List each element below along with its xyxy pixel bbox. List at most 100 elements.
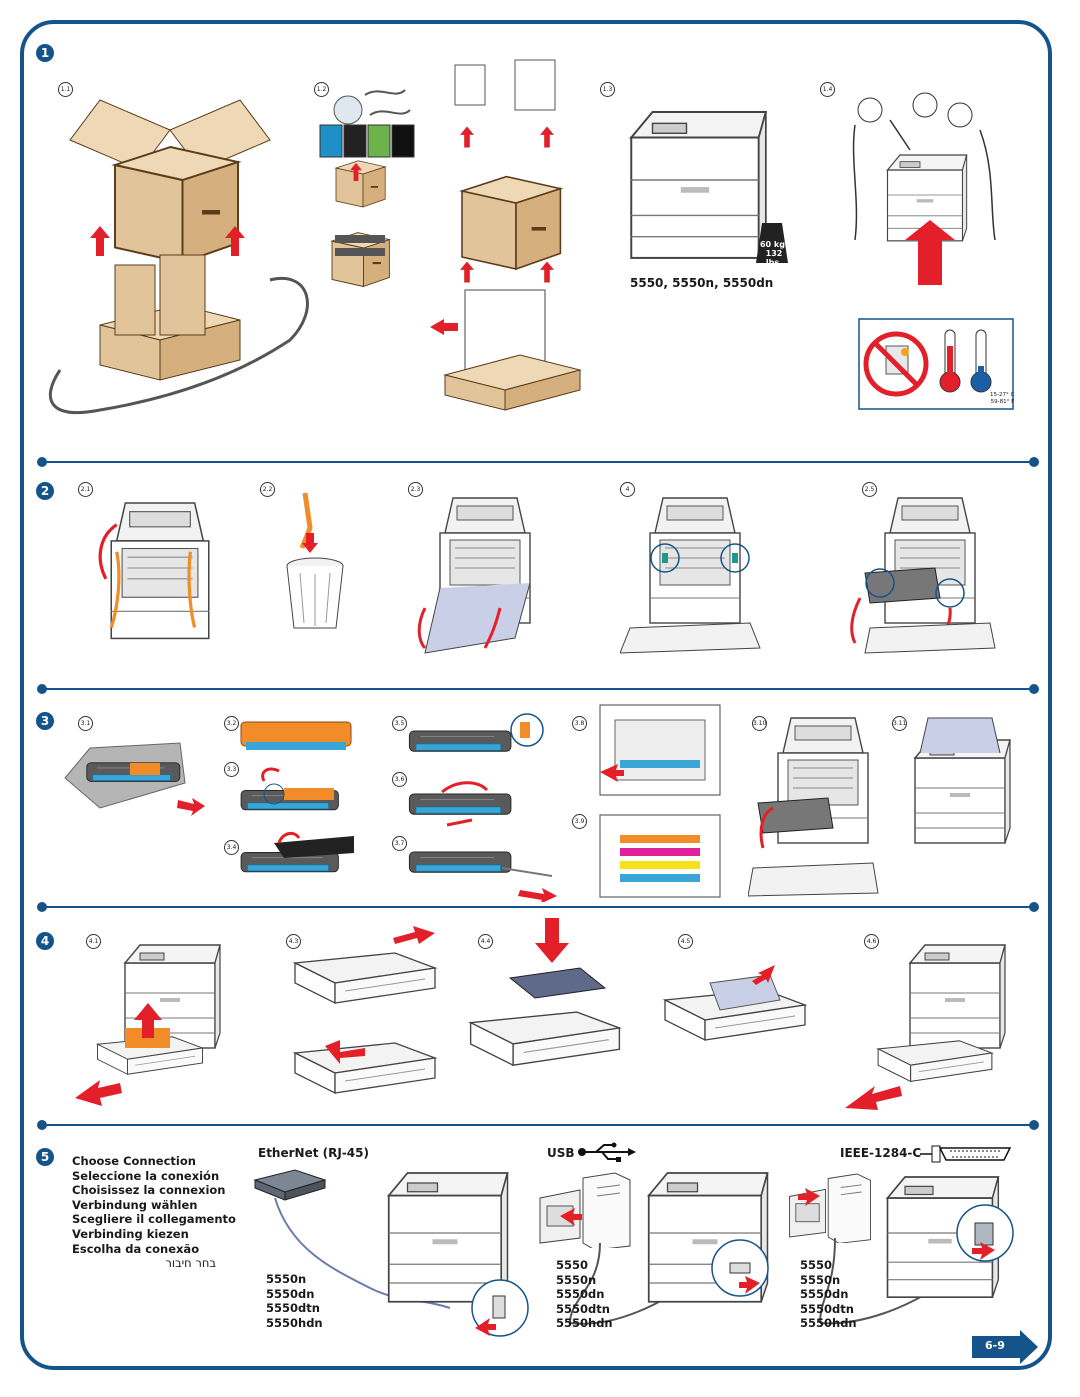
step-label: 4.4 xyxy=(478,934,493,949)
step-label: 4.3 xyxy=(286,934,301,949)
step-label: 3.4 xyxy=(224,840,239,855)
model-name: 5550dtn xyxy=(556,1301,610,1316)
model-name: 5550hdn xyxy=(266,1315,323,1330)
section-divider xyxy=(37,457,1039,467)
model-name: 5550 xyxy=(556,1258,589,1272)
insert-cartridge-illustration xyxy=(599,704,721,796)
unwrap-cartridge-illustration xyxy=(64,742,205,816)
cartridge-orange-shield-illustration xyxy=(240,721,352,750)
connection-label: Seleccione la conexión xyxy=(72,1168,220,1183)
remove-tape-illustration xyxy=(240,767,339,811)
connection-label: Escolha da conexão xyxy=(72,1241,200,1256)
section-divider xyxy=(37,684,1039,694)
connection-label: Verbinding kiezen xyxy=(72,1226,189,1241)
step-label: 3.8 xyxy=(572,716,587,731)
step-label: 2.2 xyxy=(260,482,275,497)
step-label: 2.3 xyxy=(408,482,423,497)
section-divider xyxy=(37,902,1039,912)
connection-label: Scegliere il collegamento xyxy=(72,1212,236,1227)
page-reference: 6-9 xyxy=(985,1339,1005,1352)
adjust-guides-illustration xyxy=(294,926,436,1094)
printer-weight-illustration xyxy=(630,111,788,263)
discard-packing-illustration xyxy=(286,492,344,629)
rotate-cartridge-illustration xyxy=(408,781,512,827)
connection-language-list: Choose Connection Seleccione la conexión… xyxy=(72,1154,236,1271)
page-frame xyxy=(20,20,1052,1370)
connection-label: Choose Connection xyxy=(72,1154,196,1168)
usb-connection-illustration xyxy=(539,1172,769,1325)
parallel-models: 5550 5550n 5550dn 5550dtn 5550hdn xyxy=(800,1258,857,1331)
pull-tape-illustration xyxy=(408,851,557,902)
step-label: 2.5 xyxy=(862,482,877,497)
all-cartridges-illustration xyxy=(599,814,721,898)
printer-models-label: 5550, 5550n, 5550dn xyxy=(630,276,774,290)
step-label: 4 xyxy=(620,482,635,497)
model-name: 5550dn xyxy=(556,1287,605,1301)
usb-icon xyxy=(578,1142,636,1162)
pull-out-tray-illustration xyxy=(75,944,221,1106)
section-number: 5 xyxy=(36,1148,54,1166)
model-name: 5550n xyxy=(800,1272,841,1287)
connection-label-hebrew: בחר חיבור xyxy=(165,1256,216,1271)
open-front-door-illustration xyxy=(417,497,531,654)
close-transfer-unit-illustration xyxy=(748,717,879,897)
section-number: 4 xyxy=(36,932,54,950)
model-name: 5550dtn xyxy=(266,1301,320,1315)
step-label: 3.5 xyxy=(392,716,407,731)
section-number: 2 xyxy=(36,482,54,500)
model-name: 5550dn xyxy=(266,1286,315,1301)
weight-kg: 60 kg. xyxy=(759,240,788,249)
step-label: 3.2 xyxy=(224,716,239,731)
step-label: 1.3 xyxy=(600,82,615,97)
parallel-label: IEEE-1284-C xyxy=(840,1146,922,1160)
weight-badge: 60 kg. 132 lbs. xyxy=(758,240,790,267)
model-name: 5550hdn xyxy=(556,1316,613,1330)
close-top-cover-illustration xyxy=(914,717,1011,844)
set-paper-guide-illustration xyxy=(664,965,806,1041)
step-label: 2.1 xyxy=(78,482,93,497)
box-contents-illustration xyxy=(319,89,415,288)
insert-tray-illustration xyxy=(845,944,1006,1110)
model-name: 5550dn xyxy=(800,1287,849,1301)
step-label: 4.5 xyxy=(678,934,693,949)
lower-transfer-unit-illustration xyxy=(850,497,996,654)
ethernet-connection-illustration xyxy=(253,1169,529,1337)
connection-label: Verbindung wählen xyxy=(72,1197,198,1212)
step-label: 1.1 xyxy=(58,82,73,97)
open-top-cover-illustration xyxy=(98,502,210,640)
remove-black-sleeve-illustration xyxy=(240,831,354,873)
model-name: 5550hdn xyxy=(800,1316,857,1330)
step-label: 3.3 xyxy=(224,762,239,777)
temp-celsius: 15-27° C xyxy=(990,392,1015,398)
unpacking-box-illustration xyxy=(49,99,309,415)
step-label: 4.6 xyxy=(864,934,879,949)
step-label: 4.1 xyxy=(86,934,101,949)
step-label: 3.10 xyxy=(752,716,767,731)
environment-warning-panel xyxy=(858,318,1014,410)
lifting-printer-illustration xyxy=(852,92,996,285)
model-name: 5550n xyxy=(556,1272,597,1287)
cartridge-tab-illustration xyxy=(408,713,544,752)
step-label: 3.9 xyxy=(572,814,587,829)
next-page-arrow-icon[interactable] xyxy=(972,1330,1040,1364)
ethernet-models: 5550n 5550dn 5550dtn 5550hdn xyxy=(266,1272,323,1330)
model-name: 5550 xyxy=(800,1258,833,1272)
temp-fahrenheit: 59-81° F xyxy=(990,399,1015,405)
step-label: 3.1 xyxy=(78,716,93,731)
step-label: 1.4 xyxy=(820,82,835,97)
connection-label: Choisissez la connexion xyxy=(72,1183,226,1198)
section-number: 1 xyxy=(36,44,54,62)
usb-models: 5550 5550n 5550dn 5550dtn 5550hdn xyxy=(556,1258,613,1331)
section-divider xyxy=(37,1120,1039,1130)
parallel-connection-illustration xyxy=(789,1173,1014,1325)
section-number: 3 xyxy=(36,712,54,730)
temperature-range: 15-27° C 59-81° F xyxy=(990,392,1014,406)
step-label: 3.11 xyxy=(892,716,907,731)
step-label: 1.2 xyxy=(314,82,329,97)
load-paper-illustration xyxy=(469,918,621,1066)
weight-lbs: 132 lbs. xyxy=(765,249,783,267)
parallel-port-icon xyxy=(920,1145,1012,1163)
box-lift-illustration xyxy=(430,59,582,411)
remove-transfer-locks-illustration xyxy=(620,497,761,654)
ethernet-label: EtherNet (RJ-45) xyxy=(258,1146,369,1160)
